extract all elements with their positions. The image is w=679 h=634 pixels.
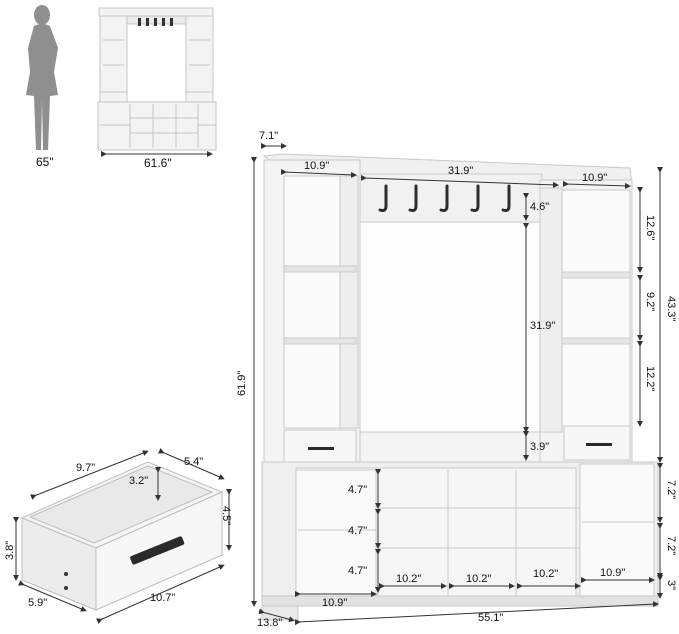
drawer-length-label: 9.7" bbox=[76, 462, 96, 474]
total-height-label: 61.9" bbox=[236, 370, 248, 396]
cubby-row2-label: 4.7" bbox=[348, 525, 368, 537]
drawer-inner-height-label: 3.2" bbox=[129, 475, 149, 487]
drawer-outer-height-label: 4.5" bbox=[220, 506, 232, 526]
left-drawer-handle bbox=[308, 447, 334, 450]
right-top-label: 12.6" bbox=[644, 215, 656, 241]
total-width-label: 55.1" bbox=[478, 612, 504, 624]
cubby-w3-label: 10.2" bbox=[533, 568, 559, 580]
cubby-row3-label: 4.7" bbox=[348, 565, 368, 577]
right-mid-label: 9.2" bbox=[644, 292, 656, 312]
drawer-handle bbox=[130, 536, 185, 565]
drawer-depth-label: 5.4" bbox=[184, 456, 204, 468]
top-overhang-label: 7.1" bbox=[259, 130, 279, 142]
base-label: 3" bbox=[665, 580, 677, 591]
left-bottom-width-label: 10.9" bbox=[322, 597, 348, 609]
drawer-illustration bbox=[20, 461, 224, 611]
cubby-w2-label: 10.2" bbox=[466, 573, 492, 585]
drawer-front-length-label: 10.7" bbox=[150, 592, 176, 604]
thumbnail-width-label: 61.6" bbox=[144, 156, 172, 170]
bench-gap-label: 3.9" bbox=[530, 441, 550, 453]
middle-width-label: 31.9" bbox=[448, 165, 474, 177]
cubby-w1-label: 10.2" bbox=[396, 573, 422, 585]
right-cab-lower-label: 7.2" bbox=[665, 536, 677, 556]
hook-rail-label: 4.6" bbox=[530, 201, 550, 213]
thumbnail-unit bbox=[97, 7, 217, 151]
thumbnail-hooks bbox=[138, 18, 173, 26]
drawer-front-height-label: 3.8" bbox=[4, 540, 16, 560]
main-unit bbox=[261, 153, 659, 621]
right-shelf-width-label: 10.9" bbox=[582, 172, 608, 184]
middle-height-label: 31.9" bbox=[530, 320, 556, 332]
coat-hooks bbox=[378, 184, 511, 212]
dimension-lines bbox=[13, 143, 663, 626]
right-low-label: 12.2" bbox=[644, 366, 656, 392]
person-height-label: 65" bbox=[36, 155, 54, 169]
right-drawer-handle bbox=[586, 443, 612, 446]
right-cab-upper-label: 7.2" bbox=[665, 480, 677, 500]
person-silhouette bbox=[26, 5, 58, 150]
drawer-side-label: 5.9" bbox=[28, 597, 48, 609]
depth-label: 13.8" bbox=[257, 617, 283, 629]
upper-height-label: 43.3" bbox=[665, 296, 677, 322]
left-shelf-width-label: 10.9" bbox=[304, 160, 330, 172]
cubby-row1-label: 4.7" bbox=[348, 484, 368, 496]
right-bottom-width-label: 10.9" bbox=[600, 567, 626, 579]
